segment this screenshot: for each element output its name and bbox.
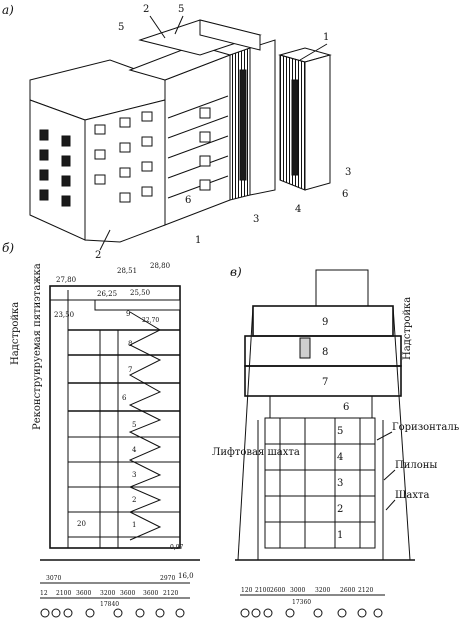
svg-text:12: 12 [40, 590, 48, 597]
floor-b-1: 1 [132, 521, 136, 529]
floor-b-9: 9 [126, 310, 130, 318]
callout-5: 5 [178, 4, 184, 15]
svg-text:3200: 3200 [100, 590, 115, 597]
svg-text:2970: 2970 [160, 575, 175, 582]
svg-text:3600: 3600 [143, 590, 158, 597]
upper-box-6 [269, 395, 373, 419]
floor-b-5: 5 [132, 421, 136, 429]
floor-c-8: 8 [322, 347, 328, 358]
callout-3: 3 [253, 214, 259, 225]
panel-c: в) 9 8 7 6 5 [212, 265, 459, 618]
svg-text:2600: 2600 [340, 587, 355, 594]
callout-6b: 6 [342, 189, 348, 200]
label-pylons: Пилоны [395, 460, 437, 471]
label-superstructure-c: Надстройка [402, 297, 413, 360]
callout-5b: 5 [118, 22, 124, 33]
shaft-top-c [315, 269, 369, 307]
floor-b-8: 8 [128, 340, 132, 348]
elev-22-70: 22,70 [142, 317, 159, 324]
svg-text:2120: 2120 [163, 590, 178, 597]
floor-b-2: 2 [132, 496, 136, 504]
floor-numbers-b: 9 8 7 6 5 4 3 2 1 [122, 310, 137, 529]
floor-numbers-c: 9 8 7 6 5 4 3 2 1 [322, 317, 349, 541]
callout-3b: 3 [345, 167, 351, 178]
label-superstructure-b: Надстройка [10, 302, 21, 365]
svg-text:2100: 2100 [255, 587, 270, 594]
svg-text:3600: 3600 [76, 590, 91, 597]
floor-c-5: 5 [337, 426, 343, 437]
panel-a: а) [2, 3, 351, 261]
elevator-shaft-axon [278, 47, 332, 191]
panel-c-label: в) [230, 265, 242, 279]
left-block [29, 59, 166, 243]
axis-dims-b: 3070 12 2100 3600 3200 3600 3600 2120 29… [40, 575, 190, 618]
svg-text:2120: 2120 [358, 587, 373, 594]
elev-28-80: 28,80 [150, 262, 170, 270]
panel-b: б) Надстройка Реконструируемая пятиэтажк… [2, 241, 200, 618]
svg-text:120: 120 [241, 587, 253, 594]
panel-b-label: б) [2, 241, 14, 255]
elev-25-50: 25,50 [130, 289, 150, 297]
svg-text:3000: 3000 [290, 587, 305, 594]
svg-text:3200: 3200 [315, 587, 330, 594]
elev-16-0: 16,0 [178, 572, 194, 580]
pylon-right [392, 305, 411, 561]
axis-dims-c: 120 2100 2600 3000 3200 2600 2120 17360 [240, 587, 385, 618]
callout-2: 2 [95, 250, 101, 261]
elev-28-51: 28,51 [117, 267, 137, 275]
svg-text:3070: 3070 [46, 575, 61, 582]
svg-text:17360: 17360 [292, 599, 311, 606]
label-horizontal-ties: Горизонтальные связи [392, 422, 459, 433]
floor-c-4: 4 [337, 452, 343, 463]
callout-6: 6 [185, 195, 191, 206]
elev-23-50: 23,50 [54, 311, 74, 319]
floor-c-7: 7 [322, 377, 328, 388]
panel-a-callouts: 2 5 5 1 1 2 3 3 4 6 6 [95, 4, 351, 261]
elev-26-25: 26,25 [97, 290, 117, 298]
section-b-outline [49, 285, 181, 549]
pylon-shaft [138, 19, 276, 201]
label-shaft: Шахта [395, 490, 430, 501]
floor-b-4: 4 [132, 446, 137, 454]
label-elevator-shaft: Лифтовая шахта [212, 447, 300, 458]
floor-c-2: 2 [337, 504, 343, 515]
floor-c-9: 9 [322, 317, 328, 328]
callout-4b: 4 [295, 204, 301, 215]
floor-b-3: 3 [132, 471, 136, 479]
elev-27-80: 27,80 [56, 276, 76, 284]
existing-floors-c [264, 417, 376, 549]
svg-text:17840: 17840 [100, 601, 119, 608]
callout-1: 1 [323, 32, 329, 43]
stair-c [299, 337, 311, 359]
floor-c-6: 6 [343, 402, 349, 413]
svg-text:2600: 2600 [270, 587, 285, 594]
floor-slabs-b [67, 290, 180, 548]
elev-20: 20 [77, 520, 86, 528]
label-reconstructed: Реконструируемая пятиэтажка [32, 263, 43, 430]
floor-b-7: 7 [128, 366, 132, 374]
floor-c-3: 3 [337, 478, 343, 489]
callout-4: 2 [143, 4, 149, 15]
floor-c-1: 1 [337, 530, 343, 541]
pylon-left [237, 305, 254, 561]
stair-b [128, 311, 162, 541]
svg-text:3600: 3600 [120, 590, 135, 597]
callout-1b: 1 [195, 235, 201, 246]
svg-text:2100: 2100 [56, 590, 71, 597]
panel-a-label: а) [2, 3, 14, 17]
floor-b-6: 6 [122, 394, 127, 402]
